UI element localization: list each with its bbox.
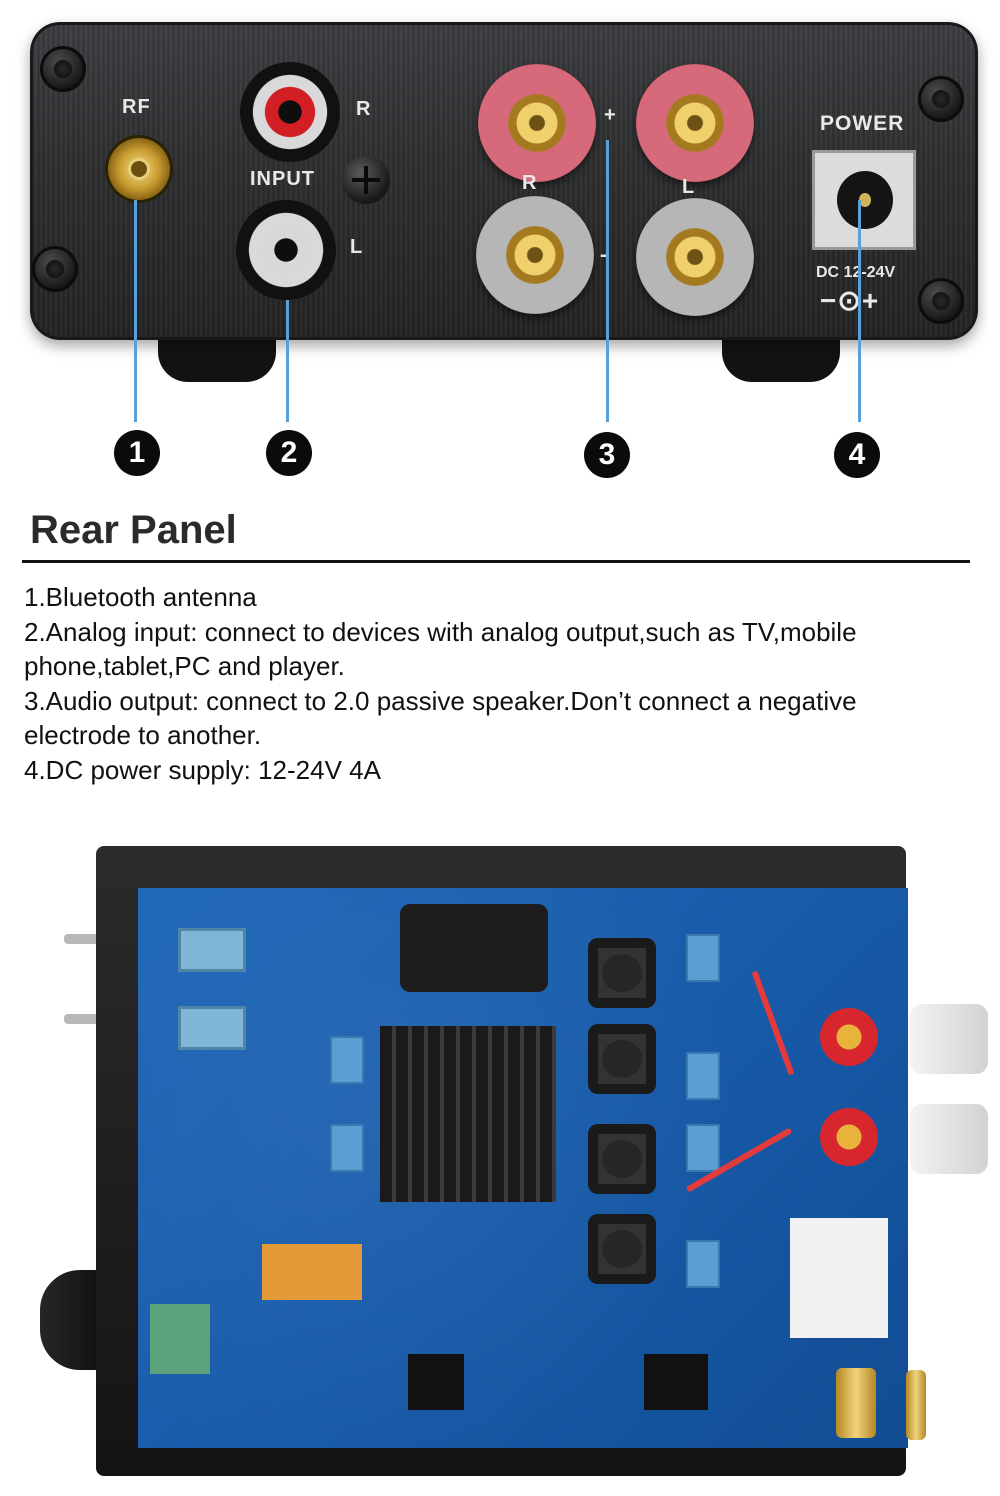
orange-capacitor [262,1244,362,1300]
title-divider [22,560,970,563]
rca-input-left [236,200,336,300]
dc-power-jack [812,150,916,250]
ic-chip [408,1354,464,1410]
rca-jack-housing [790,1218,888,1338]
internal-board-photo [0,838,1000,1488]
corner-screw [918,278,964,324]
leader-line-1 [134,200,137,422]
inductor [588,1024,656,1094]
film-capacitor [686,934,720,982]
leader-line-3 [606,140,609,422]
potentiometer [150,1304,210,1374]
toggle-switch [178,928,246,972]
leader-line-4 [858,200,861,422]
film-capacitor [330,1124,364,1172]
phillips-screw [342,156,390,204]
rear-panel-photo: RF R INPUT L + R L - POWER DC 12-24V −⊙+… [0,0,1000,490]
heatsink [380,1026,556,1202]
speaker-post-right-positive [478,64,596,182]
speaker-terminal-clear [910,1004,988,1074]
bluetooth-chip [644,1354,708,1410]
speaker-post-left-positive [636,64,754,182]
feature-list: 1.Bluetooth antenna 2.Analog input: conn… [24,580,964,787]
marker-1: 1 [114,430,160,476]
leader-line-2 [286,300,289,422]
rca-input-right [240,62,340,162]
inductor [588,1124,656,1194]
marker-3: 3 [584,432,630,478]
section-title: Rear Panel [30,508,237,552]
film-capacitor [686,1240,720,1288]
feature-item: 4.DC power supply: 12-24V 4A [24,754,381,785]
positive-label: + [604,104,617,126]
feature-item: 2.Analog input: connect to devices with … [24,616,857,682]
feature-item: 1.Bluetooth antenna [24,582,257,612]
output-r-label: R [522,172,538,194]
speaker-post-right-negative [476,196,594,314]
rf-label: RF [122,96,151,118]
rf-antenna-connector [108,138,170,200]
antenna-connector [836,1368,876,1438]
film-capacitor [686,1052,720,1100]
input-r-label: R [356,98,372,120]
input-l-label: L [350,236,364,258]
corner-screw [918,76,964,122]
film-capacitor [330,1036,364,1084]
dc-rating-label: DC 12-24V [816,264,896,281]
power-label: POWER [820,112,905,135]
toggle-switch [178,1006,246,1050]
inductor [588,1214,656,1284]
speaker-post-left-negative [636,198,754,316]
inductor [588,938,656,1008]
speaker-terminal-red [820,1108,878,1166]
electrolytic-capacitor [400,904,548,992]
corner-screw [32,246,78,292]
corner-screw [40,46,86,92]
film-capacitor [686,1124,720,1172]
polarity-symbol: −⊙+ [820,285,880,316]
marker-2: 2 [266,430,312,476]
input-label: INPUT [250,168,315,190]
speaker-terminal-clear [910,1104,988,1174]
marker-4: 4 [834,432,880,478]
negative-label: - [600,244,608,266]
speaker-terminal-red [820,1008,878,1066]
feature-item: 3.Audio output: connect to 2.0 passive s… [24,685,857,751]
antenna-connector [906,1370,926,1440]
output-l-label: L [682,176,696,198]
